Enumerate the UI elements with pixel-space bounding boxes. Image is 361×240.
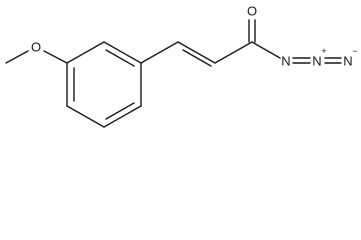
- ring-bond-4: [103, 105, 142, 128]
- bond-vinyl-double-inner: [182, 49, 212, 67]
- azide-n3-charge: −: [352, 46, 357, 56]
- azide-n1-label: N: [281, 54, 290, 69]
- ring-bond-1: [66, 41, 105, 64]
- bond-ring-vinyl: [140, 41, 179, 64]
- carbonyl-oxygen-label: O: [247, 4, 257, 19]
- methoxy-oxygen-label: O: [31, 40, 41, 55]
- bond-vinyl-double-outer: [177, 41, 216, 64]
- bond-methyl-o: [5, 50, 29, 64]
- structure-drawing: O O N N N + −: [5, 4, 358, 128]
- azide-n2-charge: +: [321, 46, 326, 56]
- ring-bond-2: [103, 41, 142, 64]
- ring-bond-5: [66, 105, 105, 128]
- bond-vinyl-carbonyl: [214, 41, 253, 64]
- azide-n2-label: N: [312, 54, 321, 69]
- azide-n3-label: N: [343, 54, 352, 69]
- structure-canvas: O O N N N + −: [5, 3, 358, 128]
- ring-inner-bond-a: [105, 49, 135, 67]
- ring-inner-bond-b: [105, 102, 135, 120]
- bond-carbonyl-n1: [251, 41, 281, 59]
- bond-o-ring: [43, 50, 68, 64]
